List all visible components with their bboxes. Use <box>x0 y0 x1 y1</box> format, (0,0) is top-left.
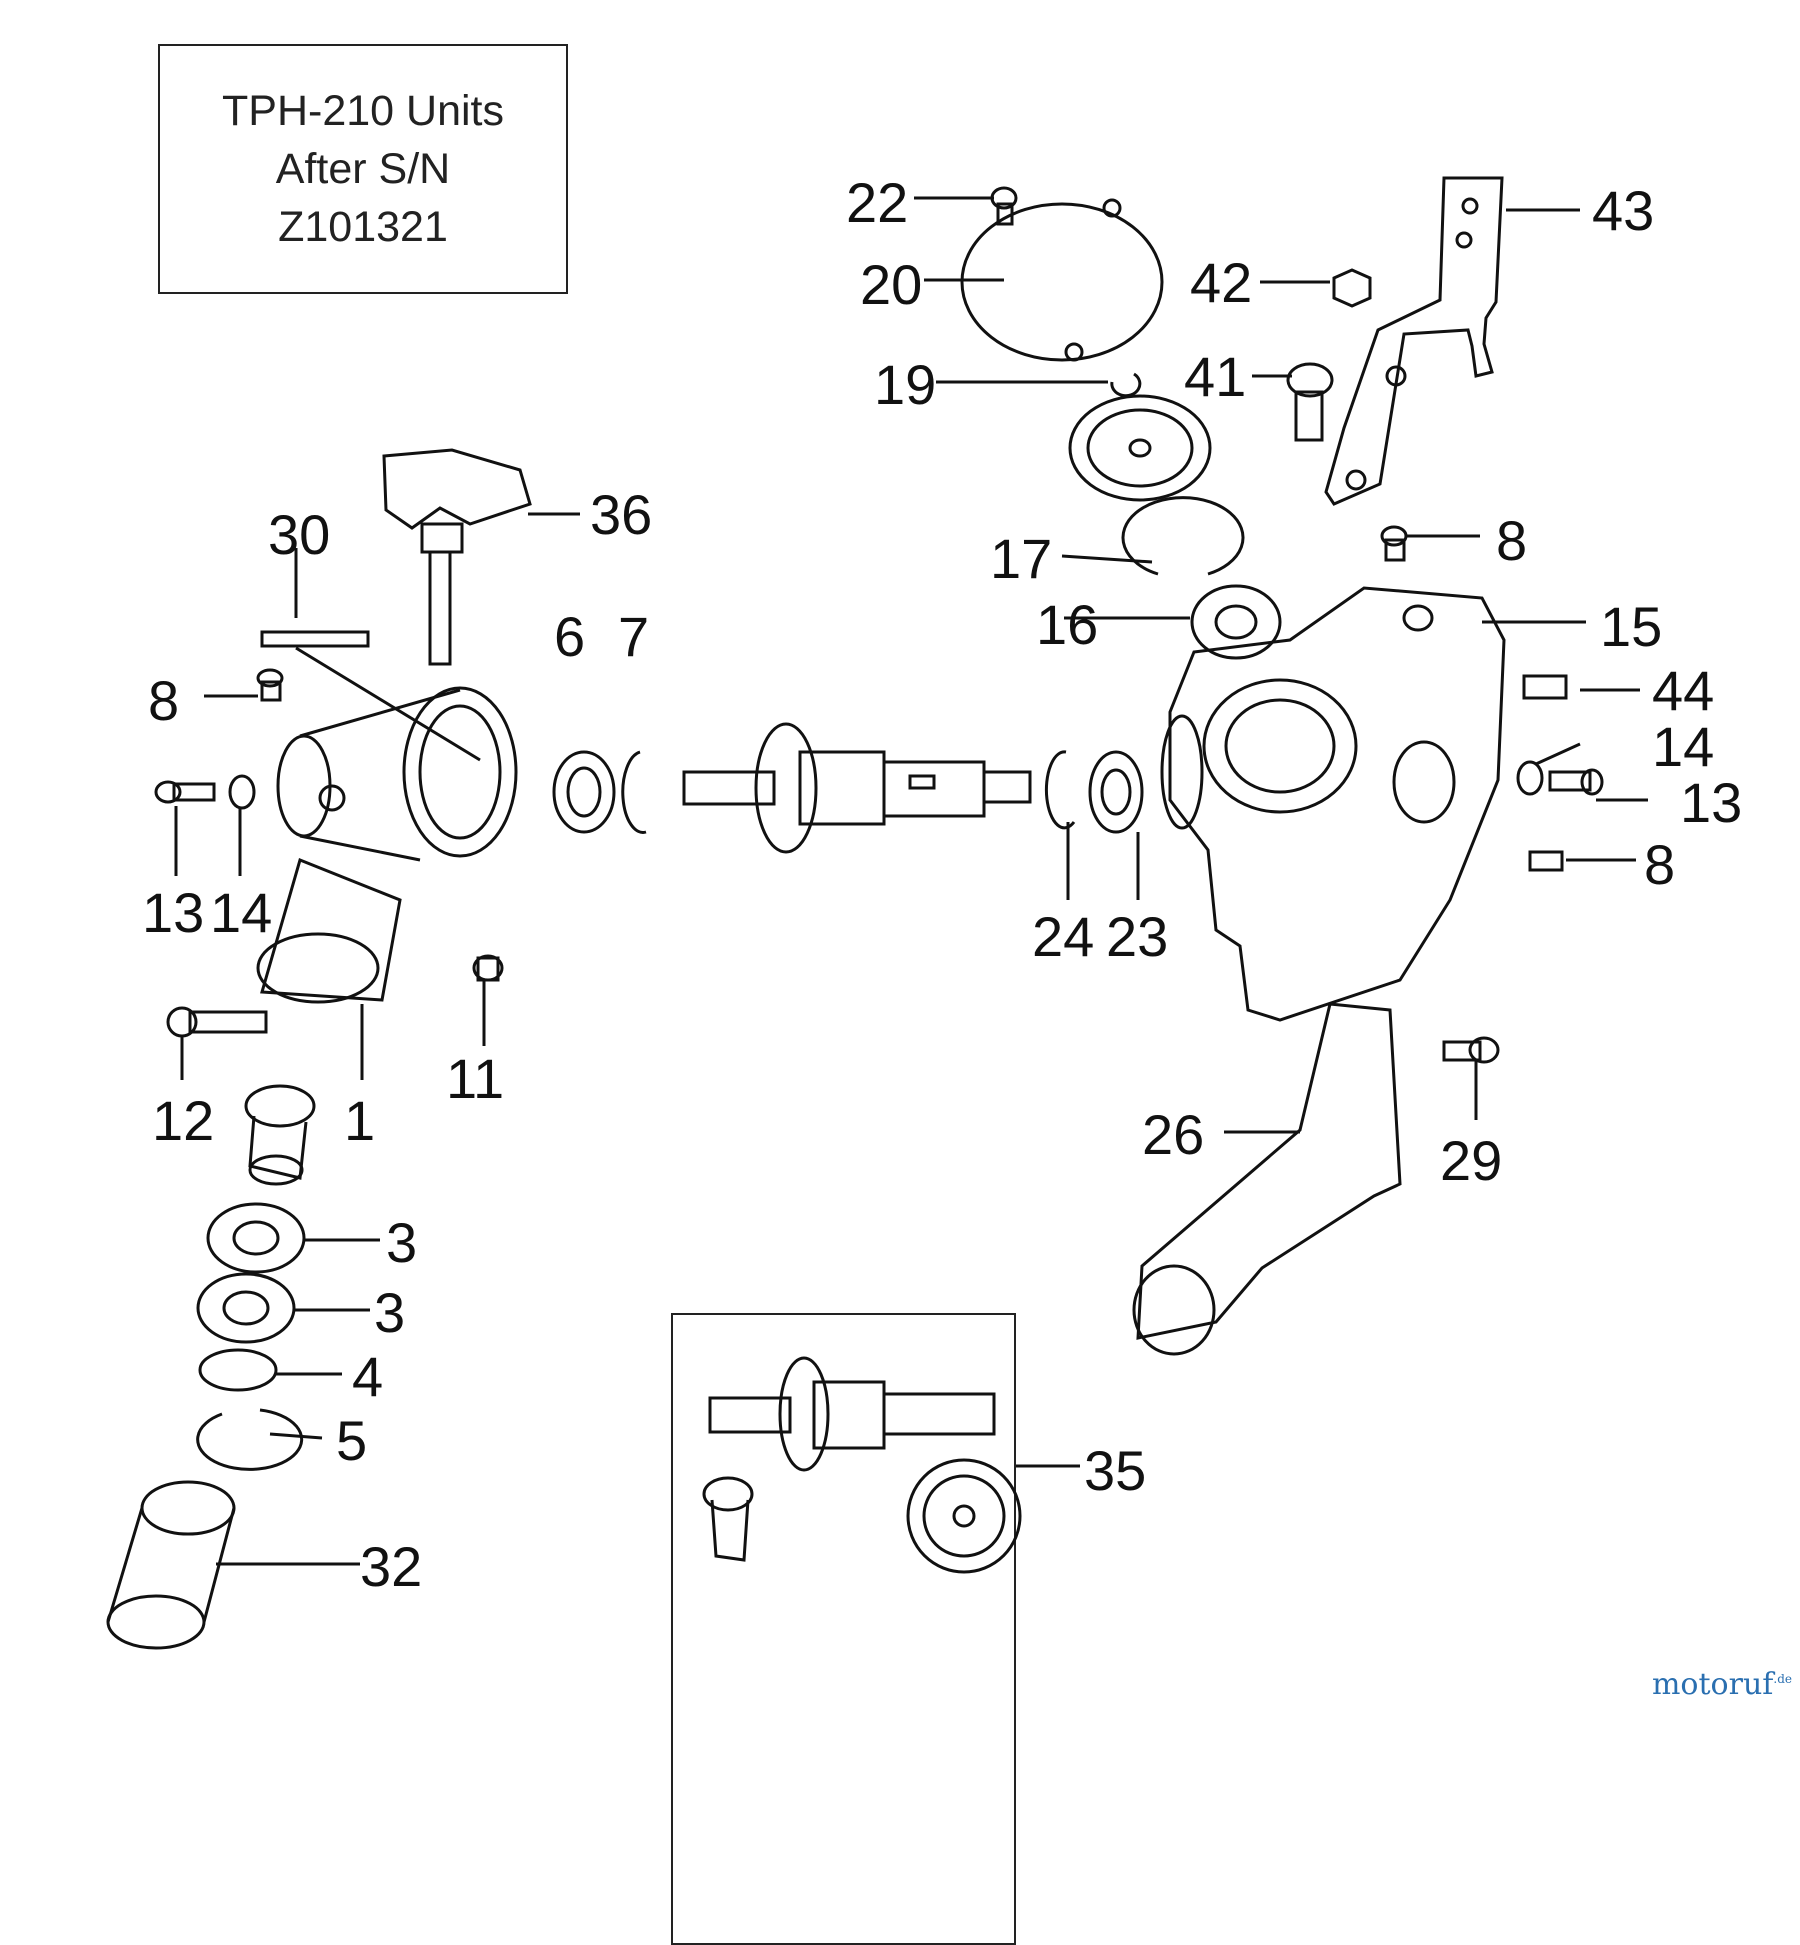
circlip-5-icon <box>196 1408 304 1471</box>
grease-fitting-8-top-icon <box>1380 525 1408 562</box>
screw-11-icon <box>472 954 504 982</box>
caption-line-model: TPH-210 Units <box>222 87 504 135</box>
bearing-3-upper-icon <box>206 1202 306 1274</box>
callout-22: 22 <box>846 171 908 234</box>
callout-12: 12 <box>152 1089 214 1152</box>
callout-17: 17 <box>990 527 1052 590</box>
callout-30: 30 <box>268 503 330 566</box>
callout-13-right: 13 <box>1680 771 1742 834</box>
gearbox-housing-15-icon <box>1160 586 1506 1022</box>
bearing-6-icon <box>552 750 616 834</box>
callout-7: 7 <box>618 605 649 668</box>
bearing-16-icon <box>1190 584 1282 660</box>
bolt-41-icon <box>1286 362 1334 442</box>
grease-fitting-8-right-icon <box>1528 850 1564 872</box>
ring-4-icon <box>198 1348 278 1392</box>
callout-3-lower: 3 <box>374 1281 405 1344</box>
callout-42: 42 <box>1190 251 1252 314</box>
pin-44-icon <box>1522 674 1568 700</box>
exploded-view-svg: 22 20 19 43 42 41 36 30 8 17 16 15 44 6 … <box>106 171 1742 1650</box>
sleeve-32-icon <box>106 1480 236 1650</box>
callout-19: 19 <box>874 353 936 416</box>
handle-26-icon <box>1132 1002 1402 1356</box>
callout-36: 36 <box>590 483 652 546</box>
callout-1: 1 <box>344 1089 375 1152</box>
callout-24: 24 <box>1032 905 1094 968</box>
bearing-23-icon <box>1088 750 1144 834</box>
callout-3-upper: 3 <box>386 1211 417 1274</box>
callout-11: 11 <box>446 1047 504 1110</box>
gear-disk-icon <box>1068 394 1212 502</box>
screw-29-icon <box>1442 1036 1500 1064</box>
callout-29: 29 <box>1440 1129 1502 1192</box>
leader-lines <box>174 196 1648 1566</box>
bearing-3-lower-icon <box>196 1272 296 1344</box>
caption-line-serial: Z101321 <box>278 203 448 251</box>
callout-16: 16 <box>1036 593 1098 656</box>
knob-36-icon <box>382 448 532 666</box>
grease-fitting-8-left-icon <box>256 668 284 702</box>
bracket-43-icon <box>1324 176 1504 506</box>
parts-diagram: TPH-210 Units After S/N Z101321 <box>106 44 1792 1945</box>
callout-6: 6 <box>554 605 585 668</box>
callout-4: 4 <box>352 1345 383 1408</box>
callout-13-left: 13 <box>142 881 204 944</box>
callout-8-right: 8 <box>1644 833 1675 896</box>
serial-caption-box: TPH-210 Units After S/N Z101321 <box>158 44 568 294</box>
part-number-callouts: 22 20 19 43 42 41 36 30 8 17 16 15 44 6 … <box>142 171 1742 1598</box>
bolt-13-left-icon <box>154 780 216 804</box>
callout-14-right: 14 <box>1652 715 1714 778</box>
kit-35-contents-icon <box>702 1356 1022 1574</box>
callout-20: 20 <box>860 253 922 316</box>
e-clip-19-icon <box>1110 372 1142 398</box>
callout-8-top: 8 <box>1496 509 1527 572</box>
callout-14-left: 14 <box>210 881 272 944</box>
bolt-12-icon <box>166 1006 268 1038</box>
callout-43: 43 <box>1592 179 1654 242</box>
watermark-tld: .de <box>1773 1672 1792 1686</box>
bolt-13-right-icon <box>1548 768 1604 796</box>
watermark-logo: motoruf.de <box>1652 1667 1792 1702</box>
callout-23: 23 <box>1106 905 1168 968</box>
main-shaft-icon <box>682 722 1032 854</box>
circlip-24-icon <box>1044 750 1076 830</box>
callout-35: 35 <box>1084 1439 1146 1502</box>
callout-8-left: 8 <box>148 669 179 732</box>
sticker-30-icon <box>260 630 370 648</box>
cover-plate-20-icon <box>960 198 1164 362</box>
hex-nut-42-icon <box>1332 268 1372 308</box>
watermark-brand: motoruf <box>1651 1667 1774 1702</box>
bevel-pinion-icon <box>244 1084 316 1186</box>
part-drawings <box>106 176 1604 1650</box>
callout-44: 44 <box>1652 659 1714 722</box>
washer-14-right-icon <box>1516 760 1544 796</box>
retaining-ring-17-icon <box>1121 496 1245 576</box>
callout-26: 26 <box>1142 1103 1204 1166</box>
left-housing-1-icon <box>256 686 518 1004</box>
circlip-7-icon <box>621 750 647 834</box>
callout-5: 5 <box>336 1409 367 1472</box>
callout-15: 15 <box>1600 595 1662 658</box>
callout-41: 41 <box>1184 345 1246 408</box>
caption-line-after: After S/N <box>275 145 451 193</box>
callout-32: 32 <box>360 1535 422 1598</box>
washer-14-left-icon <box>228 774 256 810</box>
